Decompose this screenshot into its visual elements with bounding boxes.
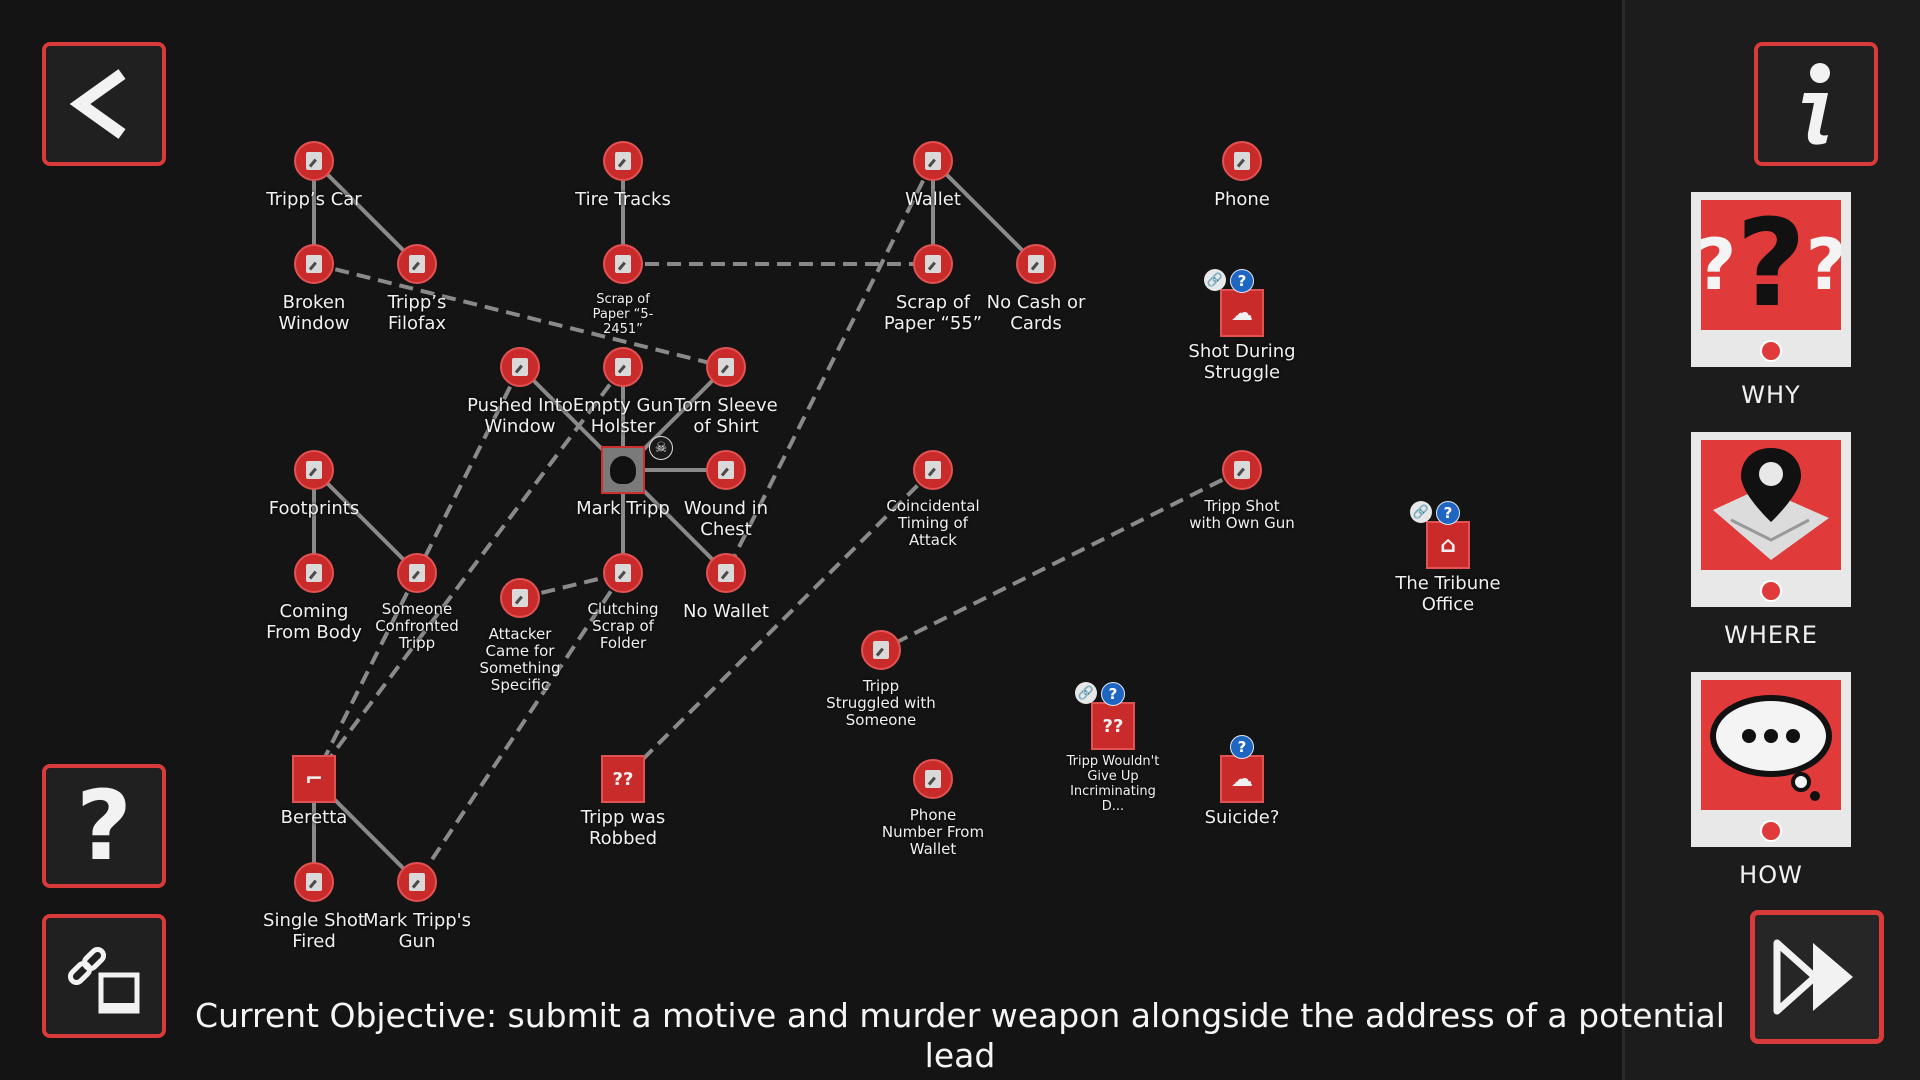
link-footprints-confronted: [312, 468, 419, 575]
thought-bubble-icon: ☁: [1220, 289, 1264, 337]
note-icon: [500, 578, 540, 618]
link-confronted-beretta: [312, 572, 419, 780]
card-dot: [1760, 820, 1782, 842]
note-icon: [500, 347, 540, 387]
link-coincidental-robbed: [621, 468, 935, 781]
note-icon: [913, 141, 953, 181]
note-icon: [706, 450, 746, 490]
note-icon: [294, 141, 334, 181]
link-window-sleeve: [313, 262, 727, 369]
note-icon: [294, 553, 334, 593]
question-badge-icon: ?: [1230, 735, 1254, 759]
note-icon: [603, 141, 643, 181]
link-badge-icon: 🔗: [1075, 682, 1097, 704]
note-icon: [706, 347, 746, 387]
question-mark-icon: ?: [76, 770, 132, 882]
note-icon: [706, 553, 746, 593]
note-icon: [603, 347, 643, 387]
note-icon: [1222, 141, 1262, 181]
question-marks-icon: ??: [601, 755, 645, 803]
note-icon: [294, 862, 334, 902]
link-badge-icon: 🔗: [1410, 501, 1432, 523]
question-marks-icon: ??: [1091, 702, 1135, 750]
category-where[interactable]: WHERE: [1691, 432, 1851, 649]
how-card: [1691, 672, 1851, 847]
category-why[interactable]: ? ? ? WHY: [1691, 192, 1851, 409]
info-button[interactable]: [1754, 42, 1878, 166]
thought-bubble-icon: [1701, 680, 1841, 810]
where-card: [1691, 432, 1851, 607]
link-holster-beretta: [312, 365, 625, 781]
link-clutching-gun: [415, 571, 625, 884]
help-button[interactable]: ?: [42, 764, 166, 888]
link-shotown-struggled: [880, 468, 1243, 652]
question-badge-icon: ?: [1230, 269, 1254, 293]
link-wallet-nocash: [931, 159, 1038, 266]
link-badge-icon: 🔗: [1204, 269, 1226, 291]
note-icon: [397, 862, 437, 902]
question-badge-icon: ?: [1436, 501, 1460, 525]
question-badge-icon: ?: [1101, 682, 1125, 706]
note-icon: [861, 630, 901, 670]
evidence-links: [312, 159, 1243, 884]
map-icon: ⌂: [1426, 521, 1470, 569]
note-icon: [1016, 244, 1056, 284]
note-icon: [913, 244, 953, 284]
chevron-left-icon: [69, 69, 126, 139]
link-pushed-confronted: [415, 366, 522, 574]
note-icon: [913, 450, 953, 490]
question-marks-icon: ? ? ?: [1701, 200, 1841, 330]
why-card: ? ? ?: [1691, 192, 1851, 367]
fast-forward-icon: [1773, 939, 1853, 1015]
gun-icon: ⌐: [292, 755, 336, 803]
note-icon: [294, 244, 334, 284]
note-icon: [603, 553, 643, 593]
card-dot: [1760, 340, 1782, 362]
link-icon: [67, 946, 140, 1014]
note-icon: [397, 244, 437, 284]
note-icon: [1222, 450, 1262, 490]
category-how[interactable]: HOW: [1691, 672, 1851, 889]
link-mode-button[interactable]: [42, 914, 166, 1038]
note-icon: [603, 244, 643, 284]
continue-button[interactable]: [1750, 910, 1884, 1044]
note-icon: [913, 759, 953, 799]
link-wallet-nowallet: [724, 160, 935, 574]
current-objective: Current Objective: submit a motive and m…: [195, 996, 1725, 1075]
skull-icon: ☠: [649, 436, 673, 460]
back-button[interactable]: [42, 42, 166, 166]
card-dot: [1760, 580, 1782, 602]
note-icon: [397, 553, 437, 593]
thought-bubble-icon: ☁: [1220, 755, 1264, 803]
note-icon: [294, 450, 334, 490]
info-icon: [1802, 63, 1830, 145]
map-pin-icon: [1701, 440, 1841, 570]
link-car-filofax: [312, 159, 419, 266]
victim-portrait-icon: [601, 446, 645, 494]
